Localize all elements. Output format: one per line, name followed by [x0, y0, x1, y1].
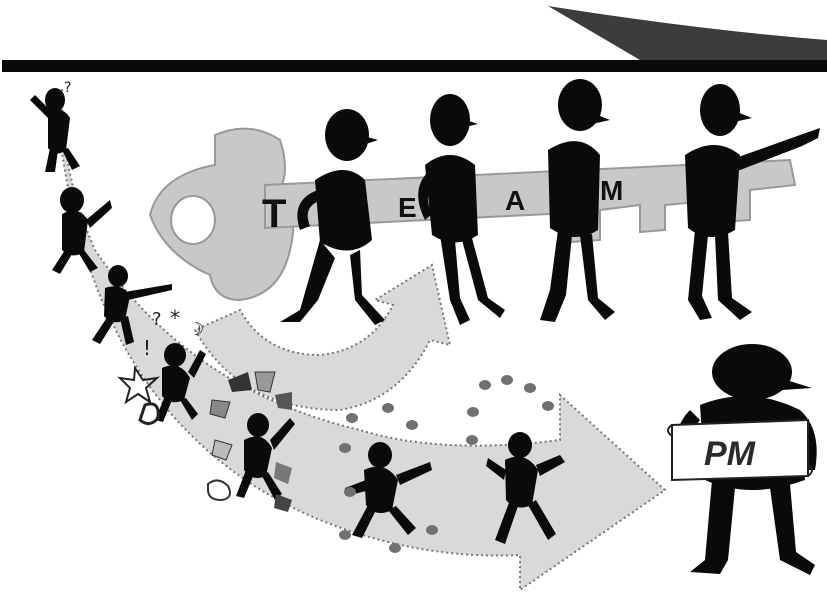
pennant-flag	[548, 6, 827, 60]
moon-doodle: ☽	[188, 319, 204, 340]
exclamation-doodle: !	[143, 336, 151, 360]
key-letter-m: M	[600, 175, 623, 206]
key-letter-e: E	[398, 192, 417, 223]
dot-ring-2	[466, 375, 554, 445]
pm-figure: PM	[668, 344, 817, 575]
confused-figure-1	[30, 88, 80, 172]
question-mark-doodle-1: ?	[64, 80, 71, 96]
pm-sign-label: PM	[704, 435, 756, 473]
question-mark-doodle-2: ?	[152, 309, 162, 330]
key-letter-a: A	[505, 185, 525, 216]
confused-figure-2	[52, 187, 112, 274]
pm-head	[712, 344, 792, 400]
pm-sign: PM	[668, 420, 812, 480]
key-letter-t: T	[262, 192, 286, 236]
asterisk-doodle: *	[170, 306, 180, 330]
team-figure-4-leader	[685, 84, 820, 320]
top-bar-group	[2, 6, 827, 72]
horizon-bar	[2, 60, 827, 72]
key-hole	[171, 196, 215, 244]
